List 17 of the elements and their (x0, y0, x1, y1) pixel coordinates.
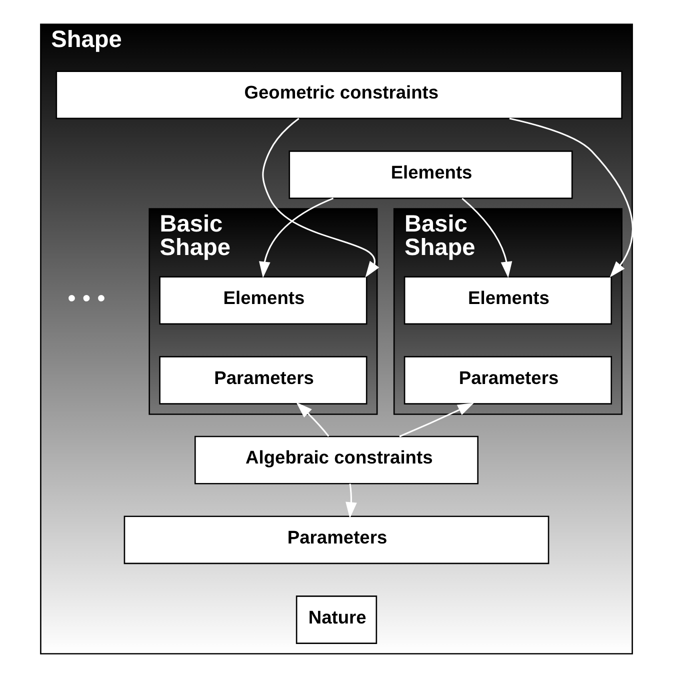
node-box: Elements (159, 276, 368, 325)
node-box: Parameters (404, 356, 612, 404)
node-box: Parameters (159, 356, 368, 404)
arrow (346, 484, 357, 518)
node-box: Elements (288, 150, 573, 199)
node-box: Algebraic constraints (194, 436, 478, 484)
node-box: Elements (404, 276, 612, 325)
arrow (462, 198, 512, 278)
arrow (259, 198, 334, 278)
node-box: Nature (296, 596, 378, 644)
arrow (399, 402, 474, 438)
node-box: Geometric constraints (56, 70, 622, 120)
arrow (262, 118, 380, 278)
arrow (509, 118, 634, 278)
node-box: Parameters (124, 516, 550, 564)
label: • • • (68, 285, 106, 312)
arrow (296, 402, 330, 437)
